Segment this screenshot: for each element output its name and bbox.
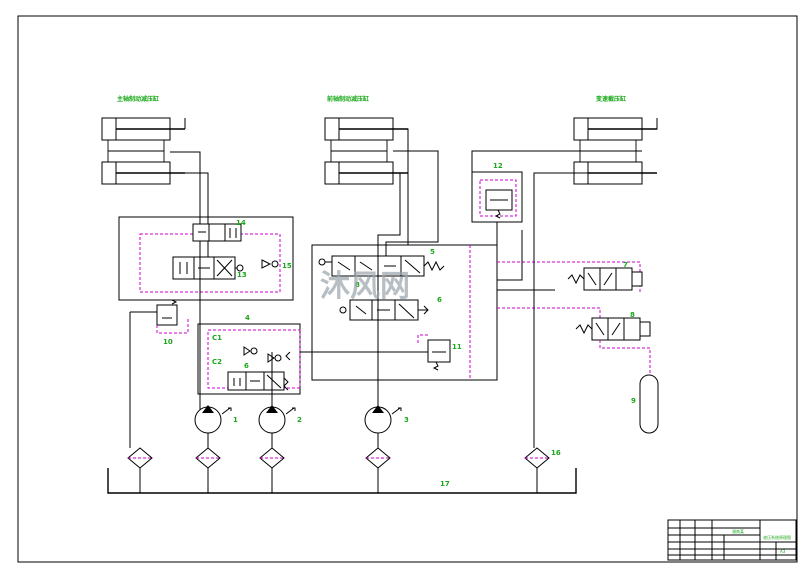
filter-row: 16 xyxy=(127,447,561,469)
label-3: 3 xyxy=(404,416,409,424)
label-6-lower: 6 xyxy=(244,362,249,370)
label-6-upper: 6 xyxy=(437,296,442,304)
label-12: 12 xyxy=(493,162,503,170)
valve-14 xyxy=(192,223,242,242)
check-valve-15 xyxy=(261,259,272,269)
label-left-cylinders: 主轴制动减压缸 xyxy=(117,95,159,103)
label-7: 7 xyxy=(623,261,628,269)
watermark: 沐风网 xyxy=(320,269,410,304)
drawing-frame xyxy=(17,15,798,563)
pump-1: 1 xyxy=(194,405,238,434)
title-block: 湖南某 液压系统原理图 A3 xyxy=(667,519,797,561)
valve-11 xyxy=(427,339,451,363)
pump-2: 2 xyxy=(258,405,302,434)
tank-17 xyxy=(107,468,577,494)
left-valve-block xyxy=(118,216,294,301)
label-9: 9 xyxy=(631,397,636,405)
label-8: 8 xyxy=(630,311,635,319)
label-15: 15 xyxy=(282,262,292,270)
label-11: 11 xyxy=(452,343,462,351)
label-middle-cylinders: 前轴制动减压缸 xyxy=(327,95,369,103)
valve-10 xyxy=(156,304,178,326)
label-8-inner: 8 xyxy=(355,281,360,289)
label-4: 4 xyxy=(245,314,250,322)
accumulator-9 xyxy=(639,374,659,434)
pump-3: 3 xyxy=(364,405,409,434)
label-17: 17 xyxy=(440,480,450,488)
middle-cylinder-group xyxy=(324,117,408,185)
label-c1: C1 xyxy=(212,334,222,342)
title-block-org: 湖南某 xyxy=(732,528,744,534)
label-c2: C2 xyxy=(212,358,222,366)
label-2: 2 xyxy=(297,416,302,424)
title-block-name: 液压系统原理图 xyxy=(763,534,791,540)
label-13: 13 xyxy=(237,271,247,279)
left-cylinder-group xyxy=(101,117,185,185)
label-right-cylinders: 变速截压缸 xyxy=(596,95,626,103)
label-5: 5 xyxy=(430,248,435,256)
label-10: 10 xyxy=(163,338,173,346)
label-14: 14 xyxy=(236,219,246,227)
title-block-sheet: A3 xyxy=(780,549,786,554)
label-1: 1 xyxy=(233,416,238,424)
label-16: 16 xyxy=(551,449,561,457)
middle-valve-block xyxy=(311,244,498,381)
